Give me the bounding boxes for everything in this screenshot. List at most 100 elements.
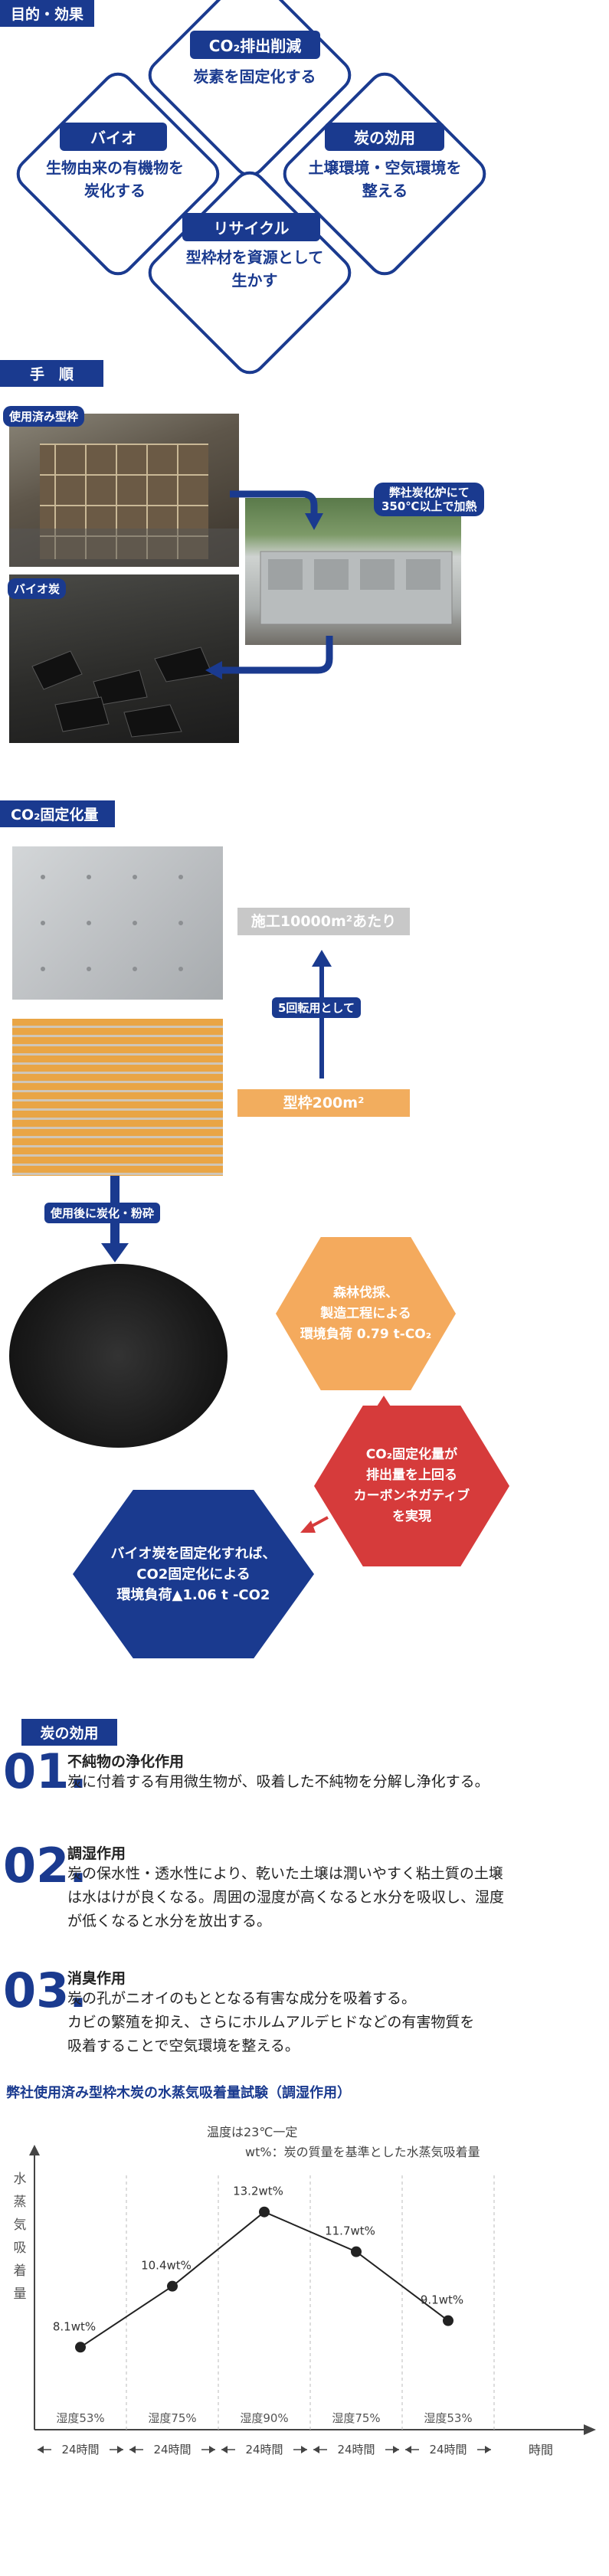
- period-arrowhead: [393, 2446, 399, 2453]
- diamond-bio-text1: 生物由来の有機物を: [46, 159, 184, 177]
- data-point: [351, 2246, 362, 2257]
- photo-crushed-charcoal: [9, 1264, 228, 1448]
- effect-head-02: 調湿作用: [67, 1845, 126, 1862]
- x-category-label: 湿度75%: [148, 2411, 196, 2425]
- period-label: 24時間: [429, 2443, 467, 2457]
- hex-bio-line2: CO2固定化による: [136, 1566, 250, 1583]
- hex-bio-line1: バイオ炭を固定化すれば、: [110, 1545, 277, 1562]
- period-label-bg: [143, 2442, 201, 2457]
- period-arrowhead: [117, 2446, 123, 2453]
- period-arrowhead: [221, 2446, 228, 2453]
- chart-note-temp: 温度は23℃一定: [207, 2125, 298, 2139]
- effect-line: カビの繁殖を抑え、さらにホルムアルデヒドなどの有害物質を: [67, 2014, 475, 2031]
- data-point: [75, 2342, 86, 2353]
- label-formwork: 型枠200m²: [237, 1089, 410, 1117]
- hex-forest-line2: 製造工程による: [320, 1305, 411, 1321]
- period-arrowhead: [313, 2446, 319, 2453]
- crate-illustration: [9, 444, 239, 567]
- label-five-times: 5回転用として: [272, 997, 361, 1018]
- tag-used-formwork: 使用済み型枠: [3, 406, 85, 427]
- ylabel-char: 着: [13, 2263, 27, 2279]
- effect-number-03: 03.: [3, 1962, 87, 2018]
- diamond-bio-text2: 炭化する: [84, 182, 146, 200]
- effect-line: 吸着することで空気環境を整える。: [67, 2038, 300, 2054]
- ylabel-char: 蒸: [13, 2195, 27, 2210]
- period-label: 24時間: [245, 2443, 283, 2457]
- hex-forest-line3: 環境負荷 0.79 t-CO₂: [300, 1326, 432, 1342]
- effect-line: が低くなると水分を放出する。: [67, 1913, 272, 1930]
- hex-carbon-line2: 排出量を上回る: [365, 1468, 457, 1483]
- period-arrowhead: [405, 2446, 411, 2453]
- section-label-effect: 炭の効用: [21, 1719, 117, 1746]
- diamond-charcoal-title: 炭の効用: [325, 123, 444, 151]
- biochar-illustration: [31, 646, 213, 738]
- y-axis-arrowhead: [29, 2145, 40, 2155]
- period-arrowhead: [485, 2446, 491, 2453]
- series-line: [80, 2211, 449, 2349]
- data-label: 11.7wt%: [325, 2224, 375, 2238]
- period-label: 24時間: [153, 2443, 191, 2457]
- chart-svg: 湿度53%湿度75%湿度90%湿度75%湿度53% 8.1wt%10.4wt%1…: [29, 2145, 596, 2457]
- hex-carbon-line1: CO₂固定化量が: [365, 1447, 458, 1462]
- photo-concrete-wall: [12, 846, 223, 1000]
- ylabel-char: 気: [13, 2218, 27, 2233]
- effect-text-02: 炭の保水性・透水性により、乾いた土壌は潤いやすく粘土質の土壌 は水はけが良くなる…: [67, 1862, 609, 1933]
- section-label-procedure: 手 順: [0, 360, 103, 387]
- effect-number-01: 01.: [3, 1743, 87, 1799]
- x-axis-arrowhead: [584, 2424, 596, 2435]
- hex-bio-line3: 環境負荷▲1.06 t -CO2: [116, 1586, 270, 1603]
- tag-biochar: バイオ炭: [8, 578, 67, 599]
- diamond-charcoal-text2: 整える: [362, 182, 408, 200]
- photo-used-formwork: [9, 414, 239, 567]
- hex-carbon-line4: を実現: [391, 1509, 431, 1524]
- ylabel-char: 量: [13, 2286, 27, 2302]
- section-label-purpose: 目的・効果: [0, 0, 95, 27]
- diamond-recycle-title: リサイクル: [182, 213, 320, 241]
- data-label: 10.4wt%: [141, 2259, 192, 2273]
- diamond-bio-title: バイオ: [60, 123, 167, 151]
- chart-note-wt: wt%：炭の質量を基準とした水蒸気吸着量: [245, 2145, 480, 2159]
- data-point: [167, 2280, 178, 2292]
- period-label-bg: [419, 2442, 477, 2457]
- effect-text-01: 炭に付着する有用微生物が、吸着した不純物を分解し浄化する。: [67, 1770, 609, 1794]
- data-point: [443, 2315, 453, 2326]
- kiln-illustration: [260, 551, 453, 625]
- period-label-bg: [51, 2442, 110, 2457]
- ylabel-char: 水: [13, 2172, 27, 2187]
- diamond-recycle-text2: 生かす: [231, 271, 278, 290]
- effect-number-02: 02.: [3, 1838, 87, 1894]
- period-arrowhead: [129, 2446, 136, 2453]
- tag-kiln-line1: 弊社炭化炉にて: [388, 486, 470, 499]
- hex-carbon-line3: カーボンネガティブ: [353, 1488, 470, 1504]
- photo-biochar: [9, 574, 239, 743]
- tag-kiln-line2: 350℃以上で加熱: [381, 499, 477, 513]
- arrow-to-bio: [300, 1516, 329, 1533]
- effect-head-01: 不純物の浄化作用: [67, 1753, 185, 1770]
- hex-forest: 森林伐採、製造工程による環境負荷 0.79 t-CO₂: [276, 1237, 456, 1390]
- arrow-to-biochar: [205, 636, 333, 679]
- wall-holes: [41, 875, 183, 971]
- section-label-co2: CO₂固定化量: [0, 800, 115, 827]
- data-label: 8.1wt%: [53, 2319, 96, 2333]
- arrow-up: [312, 950, 332, 1079]
- period-label-bg: [235, 2442, 293, 2457]
- chart-ylabel: 水 蒸 気 吸 着 量: [11, 2168, 29, 2306]
- data-label: 9.1wt%: [421, 2293, 463, 2307]
- x-axis-label: 時間: [529, 2443, 553, 2457]
- effect-line: 炭の保水性・透水性により、乾いた土壌は潤いやすく粘土質の土壌: [67, 1865, 503, 1882]
- effect-line: は水はけが良くなる。周囲の湿度が高くなると水分を吸収し、湿度: [67, 1889, 505, 1906]
- x-category-label: 湿度75%: [332, 2411, 380, 2425]
- period-arrowhead: [301, 2446, 307, 2453]
- hex-biochar-fixation: バイオ炭を固定化すれば、 CO2固定化による環境負荷▲1.06 t -CO2: [73, 1490, 314, 1658]
- period-label: 24時間: [337, 2443, 375, 2457]
- photo-formwork-stack: [12, 1019, 223, 1176]
- effect-text-03: 炭の孔がニオイのもととなる有害な成分を吸着する。 カビの繁殖を抑え、さらにホルム…: [67, 1987, 609, 2058]
- effect-line: 炭に付着する有用微生物が、吸着した不純物を分解し浄化する。: [67, 1773, 489, 1790]
- period-label: 24時間: [61, 2443, 99, 2457]
- effect-line: 炭の孔がニオイのもととなる有害な成分を吸着する。: [67, 1990, 417, 2007]
- data-label: 13.2wt%: [233, 2185, 283, 2198]
- ylabel-char: 吸: [13, 2240, 27, 2256]
- diamond-charcoal-text1: 土壌環境・空気環境を: [308, 159, 462, 177]
- period-arrowhead: [38, 2446, 44, 2453]
